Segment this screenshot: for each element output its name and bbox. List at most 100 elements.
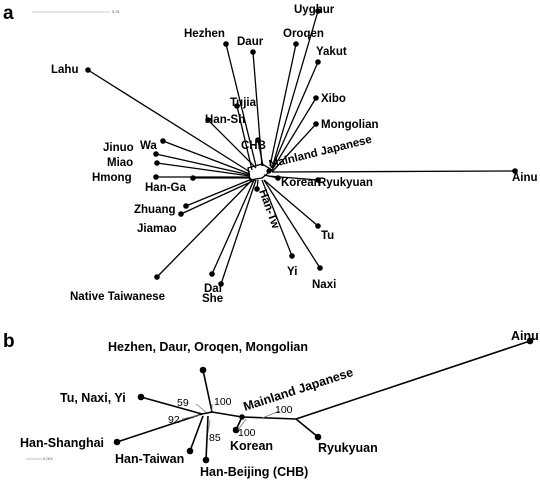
label-ryukyuan: Ryukyuan bbox=[318, 177, 373, 189]
tip-b-tu-group bbox=[137, 393, 145, 401]
branch-yakut bbox=[271, 61, 319, 169]
label-daur: Daur bbox=[237, 36, 264, 48]
tip-jinuo bbox=[153, 151, 159, 157]
label-miao: Miao bbox=[107, 157, 133, 169]
tip-jiamao bbox=[178, 211, 184, 217]
label-naxi: Naxi bbox=[312, 279, 336, 291]
label-dai: Dai bbox=[204, 283, 222, 295]
branch-jinuo bbox=[155, 153, 251, 176]
tip-b-han-taiwan bbox=[186, 447, 194, 455]
branch-b-han-taiwan bbox=[189, 415, 204, 452]
tip-korean bbox=[275, 175, 281, 181]
label-b-ainu: Ainu bbox=[511, 329, 539, 343]
label-b-mainland-japanese: Mainland Japanese bbox=[242, 365, 355, 414]
label-yi: Yi bbox=[287, 266, 297, 278]
label-mongolian: Mongolian bbox=[321, 119, 379, 131]
label-b-han-shanghai: Han-Shanghai bbox=[20, 436, 104, 450]
tip-b-ainu bbox=[526, 337, 534, 345]
label-yakut: Yakut bbox=[316, 46, 347, 58]
tip-b-han-shanghai bbox=[113, 438, 121, 446]
tip-yakut bbox=[315, 59, 321, 65]
branch-miao bbox=[156, 162, 251, 177]
label-b-tu-group: Tu, Naxi, Yi bbox=[60, 391, 126, 405]
label-han-sh: Han-Sh bbox=[205, 114, 245, 126]
label-b-han-beijing: Han-Beijing (CHB) bbox=[200, 465, 308, 479]
bootstrap-85: 85 bbox=[209, 432, 221, 444]
tip-b-korean bbox=[232, 426, 240, 434]
label-b-korean: Korean bbox=[230, 439, 273, 453]
branch-daur bbox=[252, 51, 263, 167]
tip-b-mainland-japanese bbox=[239, 414, 245, 420]
branch-uyghur bbox=[271, 10, 319, 169]
label-hezhen: Hezhen bbox=[184, 28, 225, 40]
tip-naxi bbox=[317, 265, 323, 271]
branch-b-tu-group bbox=[140, 396, 203, 415]
tips-a bbox=[85, 8, 518, 287]
branch-mongolian bbox=[271, 123, 317, 173]
branch-b-internal-2 bbox=[211, 411, 243, 418]
label-han-tw: Han-Tw bbox=[256, 188, 281, 230]
branch-chb bbox=[257, 139, 264, 167]
label-ainu: Ainu bbox=[512, 172, 538, 184]
tip-dai bbox=[209, 271, 215, 277]
tip-ainu bbox=[512, 168, 518, 174]
label-b-ryukyuan: Ryukyuan bbox=[318, 441, 378, 455]
tip-mainland-japanese bbox=[266, 168, 272, 174]
label-b-hezhen-group: Hezhen, Daur, Oroqen, Mongolian bbox=[108, 340, 308, 354]
branch-wa bbox=[162, 140, 251, 175]
label-jiamao: Jiamao bbox=[137, 223, 177, 235]
tip-tu bbox=[315, 223, 321, 229]
tip-hmong bbox=[153, 174, 159, 180]
branch-b-ryukyuan bbox=[295, 418, 319, 438]
bootstrap-59: 59 bbox=[177, 397, 189, 409]
label-zhuang: Zhuang bbox=[134, 204, 176, 216]
label-b-han-taiwan: Han-Taiwan bbox=[115, 452, 184, 466]
branch-han-sh bbox=[207, 119, 257, 169]
bootstrap-100-b: 100 bbox=[275, 404, 293, 416]
tip-yi bbox=[289, 253, 295, 259]
tip-she bbox=[218, 281, 224, 287]
panel-a-label: a bbox=[3, 3, 14, 24]
scale-bar-a-label: 0.01 bbox=[112, 9, 121, 14]
branch-b-internal-3 bbox=[241, 416, 297, 420]
branch-native-taiwanese bbox=[156, 179, 253, 278]
bootstrap-100-a: 100 bbox=[214, 396, 232, 408]
branches-b bbox=[116, 340, 531, 461]
tip-zhuang bbox=[183, 203, 189, 209]
tip-xibo bbox=[313, 95, 319, 101]
panel-b-label: b bbox=[3, 331, 15, 352]
label-oroqen: Oroqen bbox=[283, 28, 324, 40]
tip-han-tw bbox=[254, 186, 260, 192]
bootstrap-100-c: 100 bbox=[238, 427, 256, 439]
label-hmong: Hmong bbox=[92, 172, 132, 184]
scale-bar-a: 0.01 bbox=[32, 9, 121, 14]
tip-ryukyuan bbox=[315, 177, 321, 183]
tip-wa bbox=[160, 138, 166, 144]
branch-naxi bbox=[263, 179, 321, 269]
branch-she bbox=[220, 179, 257, 285]
branch-dai bbox=[211, 179, 255, 275]
branch-zhuang bbox=[185, 178, 253, 207]
tip-lahu bbox=[85, 67, 91, 73]
label-tujia: Tujia bbox=[230, 97, 257, 109]
tip-tujia bbox=[234, 103, 240, 109]
label-tu: Tu bbox=[321, 230, 334, 242]
branch-tu bbox=[263, 179, 319, 227]
tip-oroqen bbox=[293, 41, 299, 47]
branch-b-internal-1 bbox=[201, 411, 213, 415]
label-she: She bbox=[202, 293, 223, 305]
branch-oroqen bbox=[269, 43, 297, 167]
branch-ainu bbox=[271, 170, 516, 173]
tip-miao bbox=[154, 160, 160, 166]
branch-lahu bbox=[87, 69, 251, 173]
tip-b-han-beijing bbox=[202, 456, 210, 464]
tip-mongolian bbox=[313, 121, 319, 127]
bootstrap-92: 92 bbox=[168, 414, 180, 426]
scale-bar-b-label: 0.001 bbox=[43, 456, 54, 461]
branches-a bbox=[87, 10, 516, 285]
bootstrap-values: 59 100 92 100 85 100 bbox=[168, 396, 293, 444]
tip-han-ga bbox=[190, 175, 196, 181]
branch-jiamao bbox=[180, 179, 256, 215]
tip-han-sh bbox=[205, 117, 211, 123]
